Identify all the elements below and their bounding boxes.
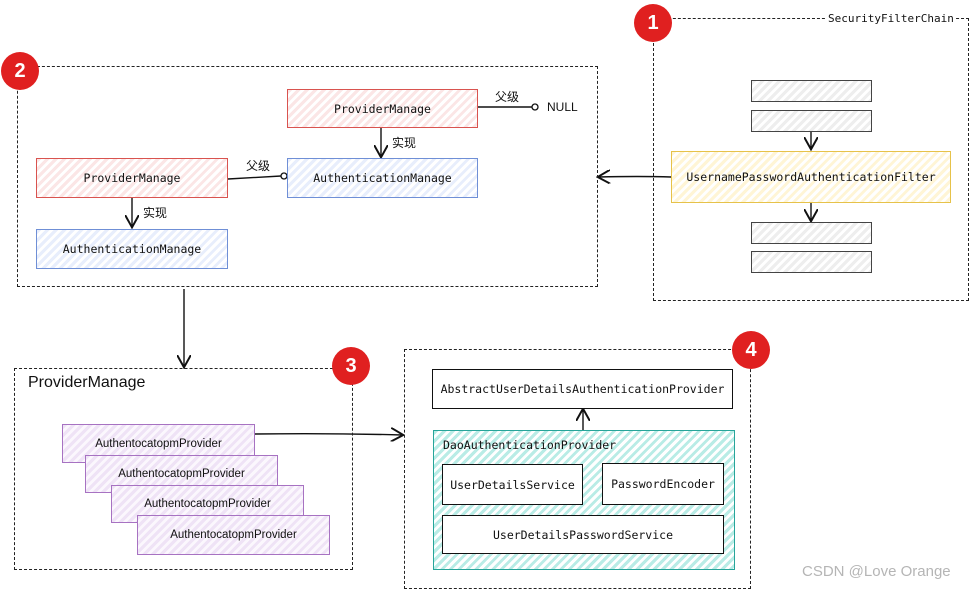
authentication-manage-child: AuthenticationManage (36, 229, 228, 269)
line-parent-left (227, 175, 282, 180)
provider-manage-parent: ProviderManage (287, 89, 478, 128)
implements-label: 实现 (392, 136, 417, 150)
filter-placeholder (751, 110, 872, 132)
abstract-user-details-provider: AbstractUserDetailsAuthenticationProvide… (432, 369, 733, 409)
step-badge-4: 4 (732, 331, 770, 369)
provider-hierarchy-frame (17, 66, 598, 287)
security-filter-chain-title: SecurityFilterChain (826, 12, 956, 25)
watermark: CSDN @Love Orange (802, 563, 951, 580)
provider-manage-frame (14, 368, 353, 570)
step-badge-1: 1 (634, 4, 672, 42)
implements-label: 实现 (143, 206, 168, 220)
filter-placeholder (751, 251, 872, 273)
user-details-password-service: UserDetailsPasswordService (442, 515, 724, 554)
parent-label: 父级 (246, 159, 271, 173)
filter-placeholder (751, 222, 872, 244)
username-password-filter: UsernamePasswordAuthenticationFilter (671, 151, 951, 203)
authentication-provider-box: AuthentocatopmProvider (137, 515, 330, 555)
arrow-providers-to-dao (254, 434, 402, 435)
filter-placeholder (751, 80, 872, 102)
provider-manage-title: ProviderManage (28, 374, 146, 391)
user-details-service: UserDetailsService (442, 464, 583, 505)
dao-provider-title: DaoAuthenticationProvider (443, 438, 617, 452)
step-badge-3: 3 (332, 347, 370, 385)
password-encoder: PasswordEncoder (602, 463, 724, 505)
parent-label: 父级 (495, 90, 520, 104)
arrow-filter-to-providers (599, 177, 672, 178)
security-filter-chain-frame (653, 18, 969, 301)
dao-provider-frame (404, 349, 751, 589)
null-label: NULL (547, 100, 578, 114)
step-badge-2: 2 (1, 52, 39, 90)
authentication-manage-parent: AuthenticationManage (287, 158, 478, 198)
provider-manage-child: ProviderManage (36, 158, 228, 198)
